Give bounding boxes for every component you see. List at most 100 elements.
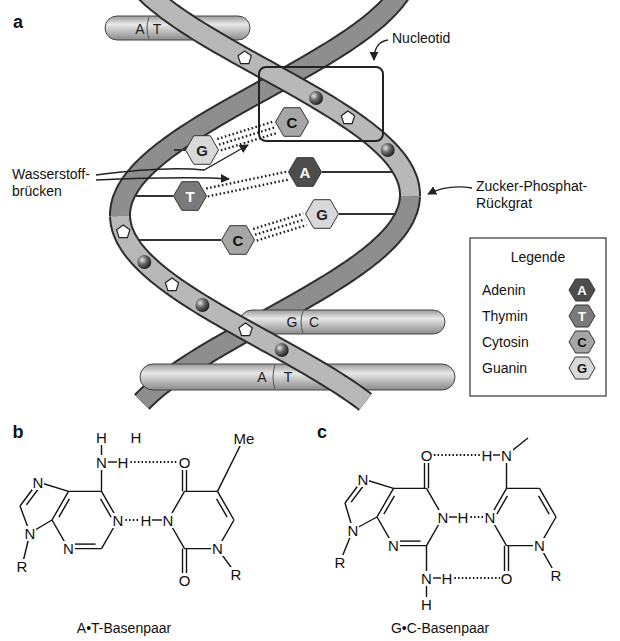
atom-label: H: [95, 430, 108, 445]
base-stem: [138, 239, 221, 241]
legend-heading: Legende: [511, 249, 566, 265]
chemical-bond: [497, 496, 508, 514]
callout-text: Wasserstoff- brücken: [12, 166, 112, 200]
legend-swatch: [569, 305, 595, 327]
hydrogen-bond: [217, 122, 277, 151]
rung-divider: [301, 311, 303, 333]
atom-label: N: [95, 455, 108, 470]
atom-label: H: [140, 513, 153, 528]
backbone-back: [120, 0, 410, 402]
base-pair-rung: [240, 310, 445, 334]
atom-label: N: [420, 571, 433, 586]
swatch-letter: A: [577, 284, 586, 297]
atom-label: N: [484, 510, 497, 525]
chemical-bond: [351, 487, 363, 502]
chemical-bond: [185, 491, 218, 492]
hexagon-fill: [289, 158, 322, 187]
backbone-decoration: [117, 51, 395, 357]
legend-box: [470, 238, 606, 396]
chemical-bond: [540, 488, 557, 517]
backbone-front: [120, 0, 410, 402]
chemical-bond: [59, 499, 70, 517]
atom-label: H: [441, 571, 454, 586]
chemical-bond: [394, 488, 427, 489]
atom-label: R: [230, 567, 243, 582]
sugar-pentagon: [165, 278, 178, 291]
callout-text: Zucker-Phosphat- Rückgrat: [476, 178, 608, 212]
phosphate-ball: [137, 255, 151, 269]
swatch-letter: C: [577, 336, 586, 349]
sugar-pentagon: [239, 323, 252, 336]
phosphate-ball: [309, 91, 323, 105]
chemical-bond: [384, 496, 395, 514]
atom-label: N: [347, 523, 360, 538]
atom-label: H: [130, 430, 143, 445]
base-hexagon: G: [305, 199, 339, 229]
atom-label: N: [211, 541, 224, 556]
base-hexagon: A: [288, 157, 322, 187]
base-letter: C: [233, 233, 244, 248]
hexagon-fill: [222, 226, 255, 255]
chemical-bond: [69, 491, 102, 492]
hydrogen-bond-dots: [427, 454, 488, 456]
base-letter: C: [287, 115, 298, 130]
phosphate-ball: [195, 298, 209, 312]
atom-label: N: [24, 526, 37, 541]
base-stem: [136, 195, 173, 197]
box-heading: Nucleotid: [392, 30, 450, 46]
base-letter: A: [300, 165, 311, 180]
panel-letter: b: [13, 422, 24, 443]
base-letter: T: [185, 189, 194, 204]
base-letter: G: [316, 207, 328, 222]
leader-line: [96, 178, 229, 180]
chemical-bond: [507, 488, 540, 489]
sugar-pentagon: [238, 51, 251, 64]
sugar-pentagon: [341, 111, 354, 124]
hydrogen-bond-dots: [123, 461, 185, 463]
base-letter: A: [257, 369, 266, 385]
phosphate-ball: [275, 343, 289, 357]
atom-label: Me: [233, 431, 256, 446]
base-stem: [174, 149, 186, 151]
legend-text: Thymin: [482, 308, 528, 324]
panel-letter: a: [13, 12, 23, 33]
base-letter: T: [153, 21, 162, 37]
hexagon-fill: [174, 182, 207, 211]
atom-label: O: [178, 573, 192, 588]
base-stem: [322, 171, 393, 173]
atom-label: O: [420, 448, 434, 463]
chemical-bond: [218, 438, 245, 491]
chemical-bond: [539, 496, 550, 514]
legend-swatch: [569, 331, 595, 353]
pair-caption: A•T-Basenpaar: [77, 620, 171, 636]
hexagon-fill: [276, 108, 309, 137]
swatch-letter: T: [578, 310, 586, 323]
hydrogen-bond-dots: [447, 577, 507, 579]
hydrogen-bond: [206, 172, 289, 197]
hydrogen-bond-line: [208, 180, 289, 197]
atom-label: N: [32, 475, 45, 490]
leader-line: [428, 187, 472, 194]
atom-label: N: [387, 538, 400, 553]
atom-label: R: [550, 568, 563, 583]
atom-label: H: [420, 597, 433, 612]
hexagon-fill: [186, 136, 219, 165]
structural-formulas: [20, 437, 556, 604]
atom-label: N: [437, 510, 450, 525]
backbone-outline: [120, 216, 365, 402]
base-letter: T: [284, 369, 293, 385]
base-letter: C: [309, 314, 319, 330]
atom-label: H: [457, 510, 470, 525]
backbone-ribbon: [132, 0, 410, 196]
chemical-bond: [218, 491, 235, 520]
leader-line: [374, 40, 388, 60]
base-letter: G: [196, 143, 208, 158]
hydrogen-bond: [253, 214, 307, 241]
chemical-bond: [217, 499, 228, 517]
chemical-bond: [74, 543, 95, 544]
chemical-bond: [399, 540, 420, 541]
base-hexagon: T: [173, 181, 207, 211]
legend-text: Guanin: [482, 360, 527, 376]
panel-letter: c: [317, 422, 327, 443]
